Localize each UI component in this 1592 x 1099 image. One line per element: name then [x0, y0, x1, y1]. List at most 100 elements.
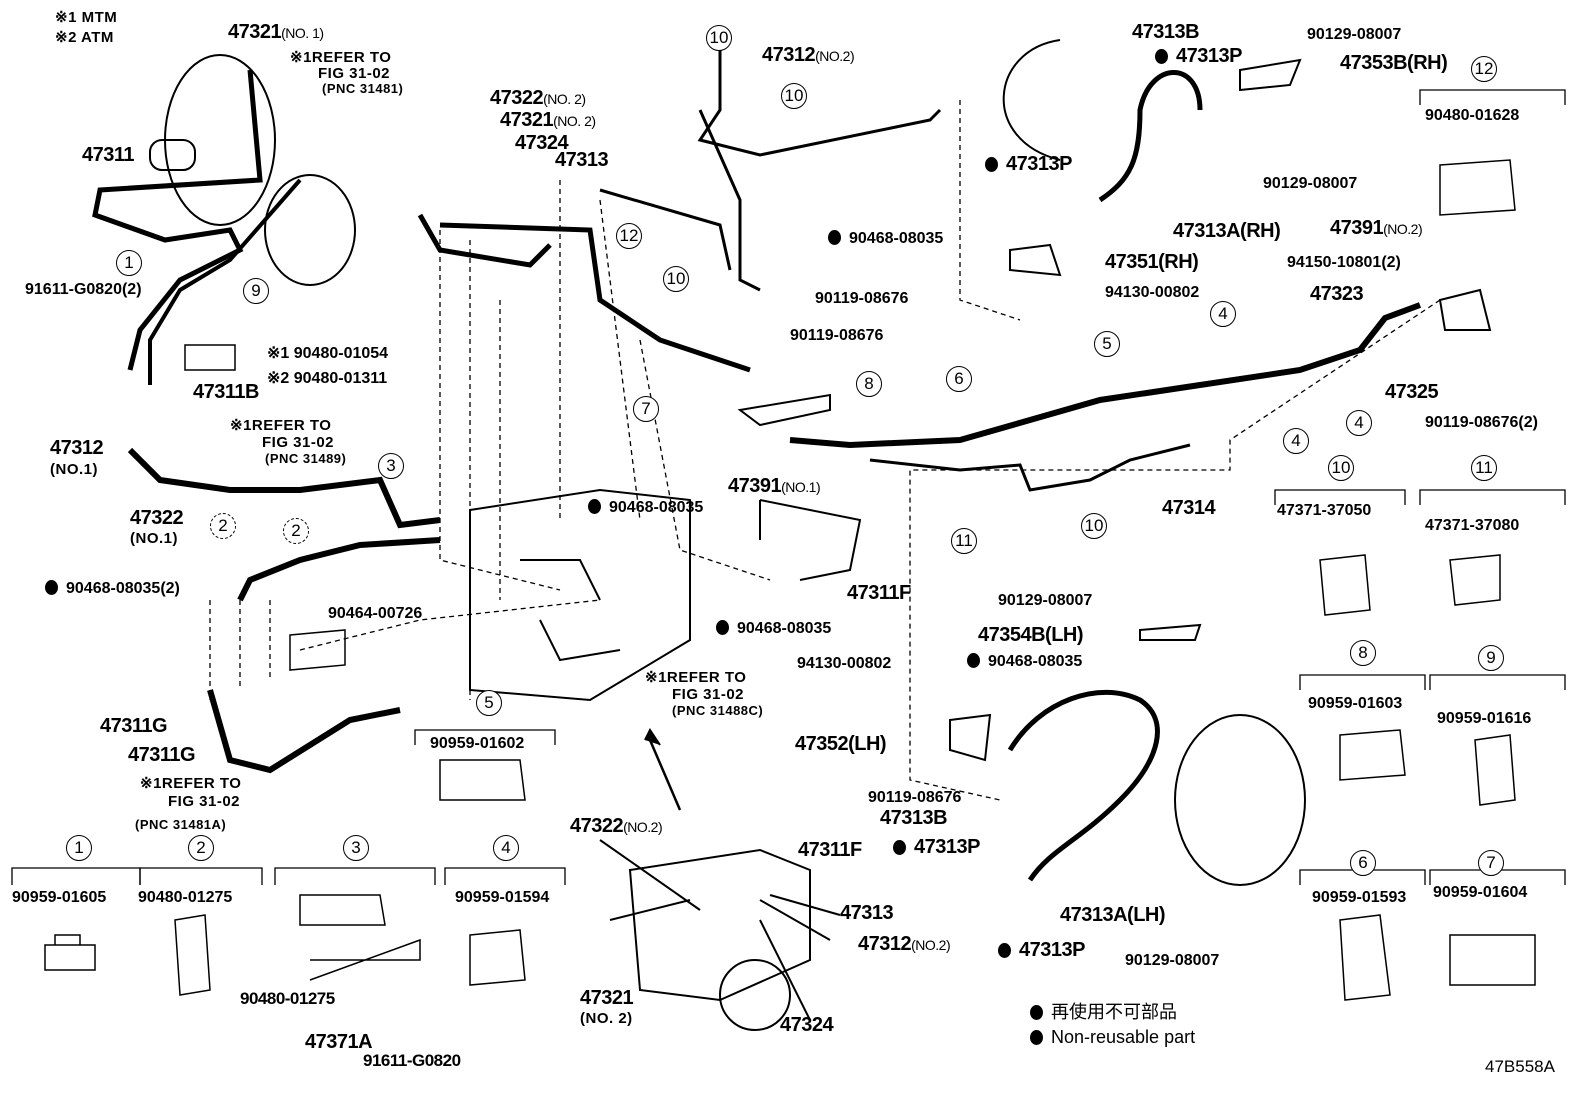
callout-2a: 2: [210, 513, 236, 539]
clamp-6-part: 90959-01593: [1312, 889, 1407, 906]
label-47353b-rh: 47353B(RH): [1340, 52, 1448, 74]
clamp-90464-00726-drawing: [289, 629, 346, 671]
brake-line-47323: [789, 302, 1422, 449]
label-47313p-rh2: 47313P: [985, 154, 1072, 174]
refer-note-4-pnc: (PNC 31488C): [672, 703, 764, 718]
clamp-3-number: 3: [343, 835, 369, 861]
label-90480-01311: ※2 90480-01311: [267, 370, 388, 387]
non-reusable-marker-icon: [716, 620, 729, 635]
abs-actuator-detail-drawing: [628, 848, 811, 1002]
label-47354b-lh: 47354B(LH): [978, 624, 1084, 646]
callout-1: 1: [116, 250, 142, 276]
label-90129-08007-rh1: 90129-08007: [1307, 26, 1402, 43]
label-90129-08007-lh2: 90129-08007: [1125, 952, 1220, 969]
clamp-10-part: 47371-37050: [1277, 502, 1372, 519]
label-90119-08676-2: 90119-08676(2): [1425, 414, 1538, 431]
label-47391-no1: 47391(NO.1): [728, 475, 821, 497]
rh-brake-drum-drawing: [1002, 39, 1061, 161]
non-reusable-marker-icon: [985, 157, 998, 172]
non-reusable-marker-icon: [828, 230, 841, 245]
refer-note-4: ※1REFER TO: [645, 669, 747, 686]
non-reusable-marker-icon: [998, 943, 1011, 958]
label-47371a: 47371A: [305, 1031, 373, 1053]
label-47312-no2-bottom: 47312(NO.2): [858, 933, 951, 955]
refer-note-2-fig: FIG 31-02: [262, 434, 335, 451]
clamp-5-drawing: [439, 759, 526, 801]
flex-hose-47313a-rh: [1098, 70, 1203, 203]
label-47313p-lh1: 47313P: [893, 837, 980, 857]
refer-note-3-pnc: (PNC 31481A): [135, 817, 227, 832]
label-47311: 47311: [82, 144, 135, 166]
label-47324-top: 47324: [515, 132, 569, 154]
non-reusable-marker-icon: [893, 840, 906, 855]
label-90468-08035-rh: 90468-08035: [828, 230, 943, 247]
clamp-9-number: 9: [1478, 645, 1504, 671]
callout-2b: 2: [283, 518, 309, 544]
label-90119-08676-lh: 90119-08676: [868, 789, 962, 806]
label-47321-no1: 47321(NO. 1): [228, 21, 324, 43]
label-94150-10801-2: 94150-10801(2): [1287, 254, 1401, 271]
label-47323: 47323: [1310, 283, 1364, 305]
bracket-47351-rh: [1009, 243, 1062, 277]
callout-9: 9: [243, 278, 269, 304]
label-47313a-rh: 47313A(RH): [1173, 220, 1281, 242]
flex-hoses-47311g: [207, 689, 401, 774]
clamp-4-drawing: [469, 929, 526, 986]
callout-10b: 10: [781, 83, 807, 109]
clamp-11-drawing: [1449, 554, 1501, 606]
label-90480-01054: ※1 90480-01054: [267, 345, 389, 362]
brake-line-47312-no2: [697, 40, 942, 157]
refer-note-3-fig: FIG 31-02: [168, 793, 241, 810]
label-47311b: 47311B: [193, 381, 259, 403]
label-47321-no2-bottom-suffix: (NO. 2): [580, 1010, 633, 1027]
clamp-11-number: 11: [1471, 455, 1497, 481]
callout-4a: 4: [1210, 301, 1236, 327]
label-47312-no1: 47312: [50, 437, 104, 459]
callout-8: 8: [856, 371, 882, 397]
non-reusable-marker-icon: [967, 653, 980, 668]
bracket-47391-no2: [1438, 288, 1492, 331]
non-reusable-marker-icon: [1155, 49, 1168, 64]
clamp-9-drawing: [1474, 734, 1516, 806]
clamp-1-drawing: [44, 934, 96, 971]
clamp-9-part: 90959-01616: [1437, 710, 1532, 727]
refer-note-1-pnc: (PNC 31481): [322, 81, 404, 96]
label-47321-no2-top: 47321(NO. 2): [500, 109, 596, 131]
label-91611-g0820: 91611-G0820: [363, 1051, 461, 1070]
legend-non-reusable-jp: 再使用不可部品: [1030, 1003, 1177, 1021]
label-47311g-a: 47311G: [100, 715, 168, 737]
clamp-5-number: 5: [476, 690, 502, 716]
refer-note-2: ※1REFER TO: [230, 417, 332, 434]
label-90129-08007-rh2: 90129-08007: [1263, 175, 1358, 192]
label-90468-08035-mid1: 90468-08035: [588, 499, 703, 516]
clamp-1-number: 1: [66, 835, 92, 861]
label-47313-top: 47313: [555, 149, 609, 171]
label-47313p-lh2: 47313P: [998, 940, 1085, 960]
callout-6: 6: [946, 366, 972, 392]
brake-line-bundle-left: [127, 447, 441, 529]
label-90468-08035-2: 90468-08035(2): [45, 580, 180, 597]
callout-4b: 4: [1283, 428, 1309, 454]
clamp-6-number: 6: [1350, 850, 1376, 876]
callout-4c: 4: [1346, 410, 1372, 436]
flex-hose-47313a-lh: [1007, 689, 1160, 882]
booster-drum-drawing: [264, 174, 356, 286]
label-90480-01628: 90480-01628: [1425, 107, 1520, 124]
label-47314: 47314: [1162, 497, 1216, 519]
non-reusable-marker-icon: [1030, 1030, 1043, 1045]
refer-note-3: ※1REFER TO: [140, 775, 242, 792]
clamp-12-number: 12: [1471, 56, 1497, 82]
brake-line-47314: [869, 443, 1191, 492]
label-47322-no1: 47322: [130, 507, 184, 529]
refer-note-1: ※1REFER TO: [290, 49, 392, 66]
label-47313b-lh: 47313B: [880, 807, 948, 829]
label-47322-no1-suffix: (NO.1): [130, 530, 178, 547]
label-90480-01275-bracket: 90480-01275: [240, 989, 335, 1008]
callout-5: 5: [1094, 331, 1120, 357]
note-mtm: ※1 MTM: [55, 9, 118, 26]
label-91611-g0820-2: 91611-G0820(2): [25, 281, 142, 298]
clamp-7-number: 7: [1478, 850, 1504, 876]
clamp-7-part: 90959-01604: [1433, 884, 1528, 901]
clamp-5-part: 90959-01602: [430, 735, 525, 752]
